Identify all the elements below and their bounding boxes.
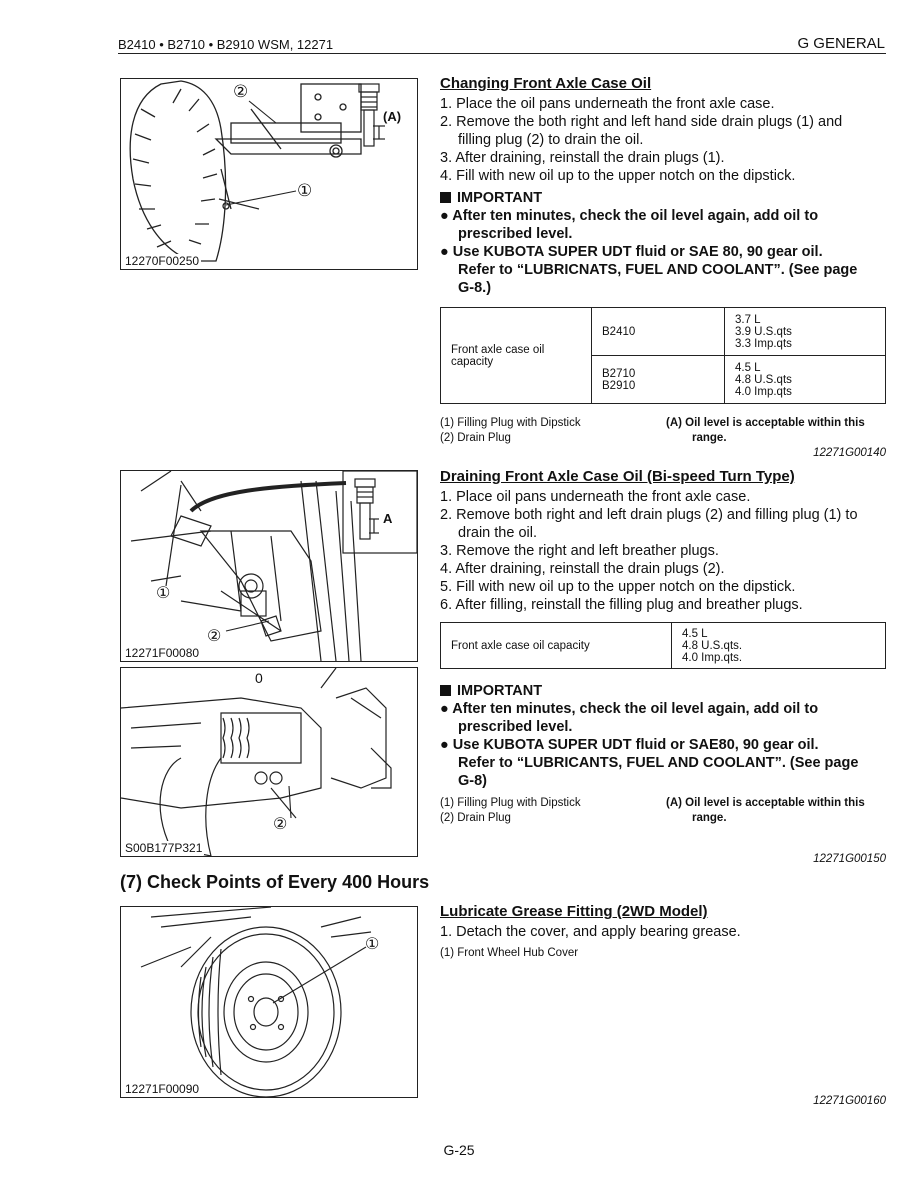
gearbox-drawing xyxy=(121,668,392,856)
important-line: Refer to “LUBRICNATS, FUEL AND COOLANT”.… xyxy=(458,262,858,278)
figure-front-axle-drain: ② ① (A) 12270F00250 xyxy=(120,78,418,270)
section-steps: 1. Place oil pans underneath the front a… xyxy=(440,488,890,614)
doc-code: 12271G00150 xyxy=(813,853,886,865)
doc-code: 12271G00140 xyxy=(813,447,886,459)
wheel-drawing xyxy=(140,907,372,1097)
step: 3. Remove the right and left breather pl… xyxy=(440,543,719,559)
important-heading: IMPORTANT xyxy=(440,189,890,207)
section-steps: 1. Place the oil pans underneath the fro… xyxy=(440,95,890,297)
step: filling plug (2) to drain the oil. xyxy=(458,132,644,148)
figure-front-wheel: ① 12271F00090 xyxy=(120,906,418,1098)
step: 2. Remove the both right and left hand s… xyxy=(440,114,843,130)
important-line: prescribed level. xyxy=(458,719,573,735)
section-title: Changing Front Axle Case Oil xyxy=(440,75,652,92)
callout-a: (A) xyxy=(383,109,402,124)
important-marker-icon xyxy=(440,685,451,696)
section-title: Lubricate Grease Fitting (2WD Model) xyxy=(440,903,708,920)
important-line: ● Use KUBOTA SUPER UDT fluid or SAE80, 9… xyxy=(440,737,819,753)
doc-code: 12271G00160 xyxy=(813,1095,886,1107)
important-heading: IMPORTANT xyxy=(440,682,890,700)
header-rule xyxy=(118,53,886,54)
important-line: G-8) xyxy=(458,773,487,789)
important-line: Refer to “LUBRICANTS, FUEL AND COOLANT”.… xyxy=(458,755,859,771)
section-title: Draining Front Axle Case Oil (Bi-speed T… xyxy=(440,468,795,485)
header-manual-title: B2410 • B2710 • B2910 WSM, 12271 xyxy=(118,37,334,52)
callout-2: ② xyxy=(233,82,249,101)
figure-bispeed-axle: ① ② A 12271F00080 xyxy=(120,470,418,662)
step: 4. Fill with new oil up to the upper not… xyxy=(440,168,796,184)
important-line: ● After ten minutes, check the oil level… xyxy=(440,208,819,224)
callout-2: ② xyxy=(207,628,222,645)
section-heading: (7) Check Points of Every 400 Hours xyxy=(120,872,430,892)
important-marker-icon xyxy=(440,192,451,203)
tire-drawing xyxy=(129,80,385,262)
legend: (1) Filling Plug with Dipstick(2) Drain … xyxy=(440,417,581,444)
step: 3. After draining, reinstall the drain p… xyxy=(440,150,725,166)
figure-code: 12270F00250 xyxy=(125,254,202,268)
table-label: Front axle case oil capacity xyxy=(440,622,672,669)
callout-1: ① xyxy=(365,936,380,953)
legend: (1) Front Wheel Hub Cover xyxy=(440,947,579,959)
important-line: G-8.) xyxy=(458,280,492,296)
callout-1: ① xyxy=(297,181,313,200)
figure-code: 12271F00080 xyxy=(125,646,202,660)
figure-code: S00B177P321 xyxy=(125,841,205,855)
important-line: prescribed level. xyxy=(458,226,573,242)
callout-0: 0 xyxy=(255,670,263,686)
step: 2. Remove both right and left drain plug… xyxy=(440,507,858,523)
legend: (1) Filling Plug with Dipstick(2) Drain … xyxy=(440,797,581,824)
header-section: G GENERAL xyxy=(797,35,885,52)
important-line: ● After ten minutes, check the oil level… xyxy=(440,701,819,717)
axle-drawing xyxy=(130,471,417,661)
important-line: ● Use KUBOTA SUPER UDT fluid or SAE 80, … xyxy=(440,244,823,260)
figure-bispeed-detail: 0 ② S00B177P321 xyxy=(120,667,418,857)
callout-1: ① xyxy=(156,585,171,602)
step: drain the oil. xyxy=(458,525,537,541)
figure-code: 12271F00090 xyxy=(125,1082,202,1096)
step: 1. Detach the cover, and apply bearing g… xyxy=(440,924,741,940)
table-model: B2410 xyxy=(591,307,725,356)
callout-a: A xyxy=(383,511,393,526)
step: 1. Place oil pans underneath the front a… xyxy=(440,489,751,505)
step: 5. Fill with new oil up to the upper not… xyxy=(440,579,796,595)
important-block: IMPORTANT ● After ten minutes, check the… xyxy=(440,682,890,790)
callout-2: ② xyxy=(273,816,288,833)
page-number: G-25 xyxy=(443,1142,475,1158)
step: 6. After filling, reinstall the filling … xyxy=(440,597,803,613)
step: 4. After draining, reinstall the drain p… xyxy=(440,561,725,577)
step: 1. Place the oil pans underneath the fro… xyxy=(440,96,775,112)
